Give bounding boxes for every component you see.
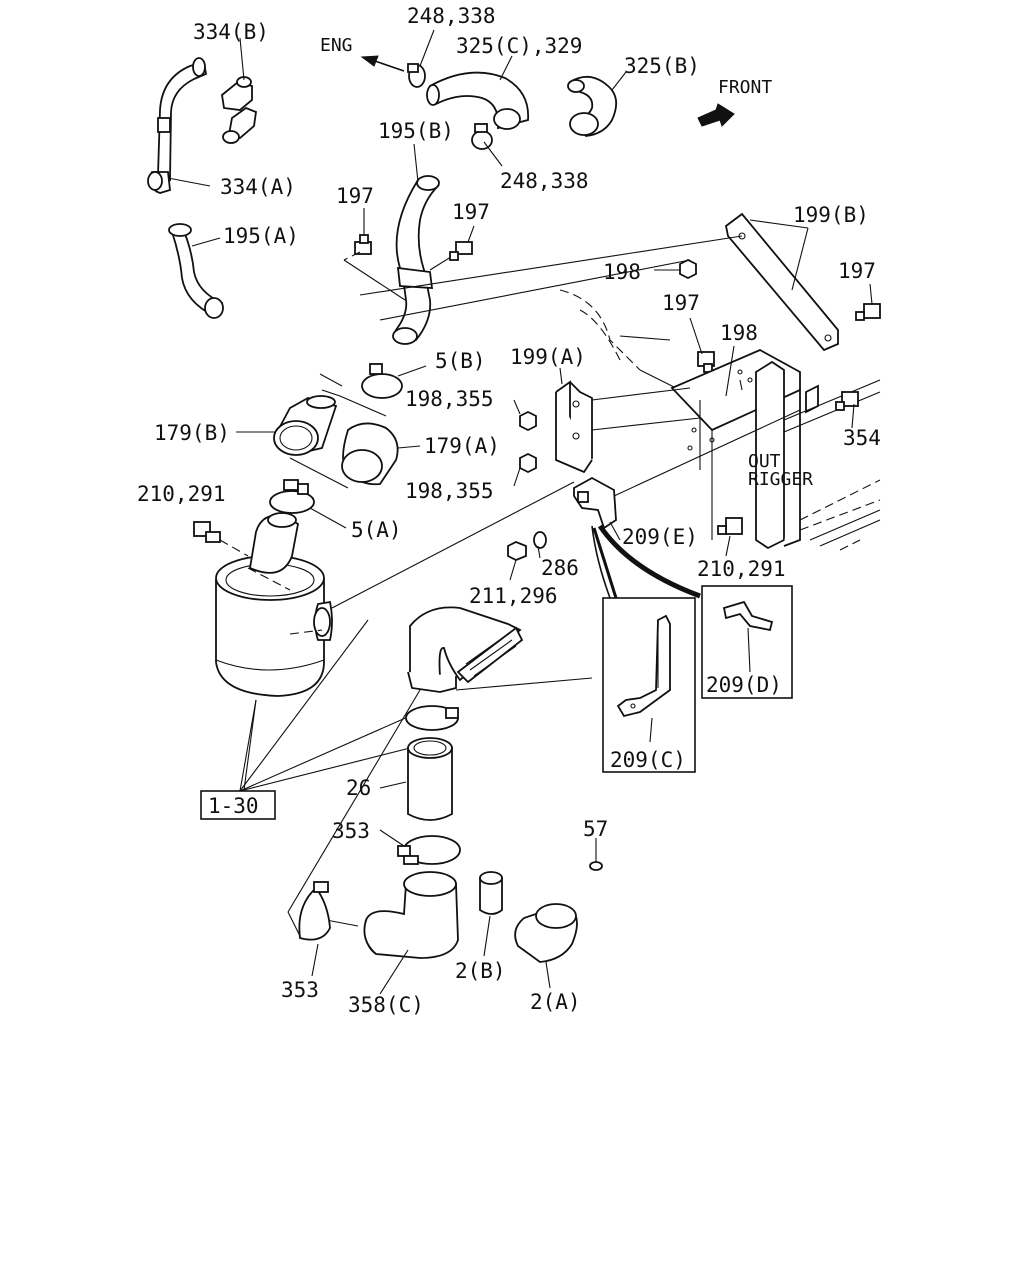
part-325c-hose bbox=[426, 71, 529, 130]
nut-198-355-top bbox=[519, 410, 537, 432]
label-rigger: RIGGER bbox=[748, 469, 813, 490]
bolt-210-291-left bbox=[193, 521, 249, 557]
out-rigger-frame bbox=[559, 289, 881, 551]
label-325b: 325(B) bbox=[624, 54, 700, 78]
label-195a: 195(A) bbox=[223, 224, 299, 248]
label-2b: 2(B) bbox=[455, 959, 506, 983]
label-210-291-left: 210,291 bbox=[137, 482, 226, 506]
label-210-291-right: 210,291 bbox=[697, 557, 786, 581]
label-198-top: 198 bbox=[603, 260, 641, 284]
part-248-clamp-mid bbox=[471, 123, 493, 150]
bolt-210-291-right bbox=[717, 517, 743, 535]
bolt-197-right bbox=[855, 303, 881, 321]
label-199a: 199(A) bbox=[510, 345, 586, 369]
front-arrow bbox=[697, 103, 735, 127]
box-1-30 bbox=[200, 619, 411, 820]
label-248-338-mid: 248,338 bbox=[500, 169, 589, 193]
part-2b-sleeve bbox=[479, 871, 503, 915]
nut-198-top bbox=[679, 258, 697, 280]
part-353-clamp-top bbox=[397, 835, 461, 865]
leader-lines bbox=[167, 29, 873, 995]
part-199a-bracket bbox=[555, 380, 701, 474]
label-179b: 179(B) bbox=[154, 421, 230, 445]
label-353-bottom: 353 bbox=[281, 978, 319, 1002]
label-197-right: 197 bbox=[838, 259, 876, 283]
label-eng: ENG bbox=[320, 35, 353, 56]
part-intake-elbow bbox=[407, 606, 593, 693]
washer-286 bbox=[533, 531, 547, 549]
label-5a: 5(A) bbox=[351, 518, 402, 542]
part-353-clamp-bottom bbox=[287, 689, 421, 941]
eng-arrow bbox=[360, 55, 405, 72]
part-179a-sleeve bbox=[319, 373, 399, 486]
label-198-355-top: 198,355 bbox=[405, 387, 494, 411]
label-334a: 334(A) bbox=[220, 175, 296, 199]
label-197-center: 197 bbox=[662, 291, 700, 315]
part-labels: 334(B) 334(A) 248,338 325(C),329 325(B) … bbox=[137, 4, 881, 1017]
nut-211-296 bbox=[507, 541, 527, 561]
bolt-197-left bbox=[343, 234, 372, 261]
label-179a: 179(A) bbox=[424, 434, 500, 458]
label-286: 286 bbox=[541, 556, 579, 580]
part-179b-reducer bbox=[273, 395, 349, 489]
nut-198-355-bottom bbox=[519, 452, 537, 474]
part-ring-clamp bbox=[405, 705, 459, 731]
air-cleaner-assembly bbox=[215, 512, 333, 697]
part-26-sleeve bbox=[407, 737, 453, 821]
part-195a-hose bbox=[168, 223, 224, 319]
label-209c: 209(C) bbox=[610, 748, 686, 772]
label-209d: 209(D) bbox=[706, 673, 782, 697]
label-358c: 358(C) bbox=[348, 993, 424, 1017]
label-197-mid: 197 bbox=[452, 200, 490, 224]
label-front: FRONT bbox=[718, 77, 772, 98]
label-354: 354 bbox=[843, 426, 881, 450]
label-57: 57 bbox=[583, 817, 608, 841]
part-334b-pipe bbox=[147, 57, 257, 194]
label-1-30: 1-30 bbox=[208, 794, 259, 818]
label-334b: 334(B) bbox=[193, 20, 269, 44]
label-195b: 195(B) bbox=[378, 119, 454, 143]
bolt-197-center bbox=[697, 351, 715, 373]
part-199b-bracket bbox=[359, 212, 839, 352]
bolt-354 bbox=[835, 391, 859, 411]
part-325b-elbow bbox=[567, 76, 618, 137]
label-211-296: 211,296 bbox=[469, 584, 558, 608]
box-209d bbox=[701, 585, 793, 699]
label-26: 26 bbox=[346, 776, 371, 800]
label-199b: 199(B) bbox=[793, 203, 869, 227]
part-358c-elbow bbox=[325, 871, 459, 959]
label-5b: 5(B) bbox=[435, 349, 486, 373]
label-198-355-bottom: 198,355 bbox=[405, 479, 494, 503]
label-197-left: 197 bbox=[336, 184, 374, 208]
part-195b-hose bbox=[343, 175, 471, 345]
part-2a-elbow bbox=[514, 903, 578, 963]
box-209c bbox=[602, 597, 696, 773]
label-353-top: 353 bbox=[332, 819, 370, 843]
label-198-center: 198 bbox=[720, 321, 758, 345]
part-5a-clamp bbox=[269, 479, 315, 514]
label-209e: 209(E) bbox=[622, 525, 698, 549]
label-out: OUT bbox=[748, 451, 781, 472]
part-248-clamp-top bbox=[407, 63, 426, 88]
label-325c-329: 325(C),329 bbox=[456, 34, 582, 58]
part-57-washer bbox=[589, 861, 603, 871]
part-5b-clamp bbox=[321, 363, 403, 417]
callout-swoosh bbox=[591, 524, 701, 599]
label-2a: 2(A) bbox=[530, 990, 581, 1014]
bolt-197-mid bbox=[449, 241, 473, 261]
label-248-338-top: 248,338 bbox=[407, 4, 496, 28]
